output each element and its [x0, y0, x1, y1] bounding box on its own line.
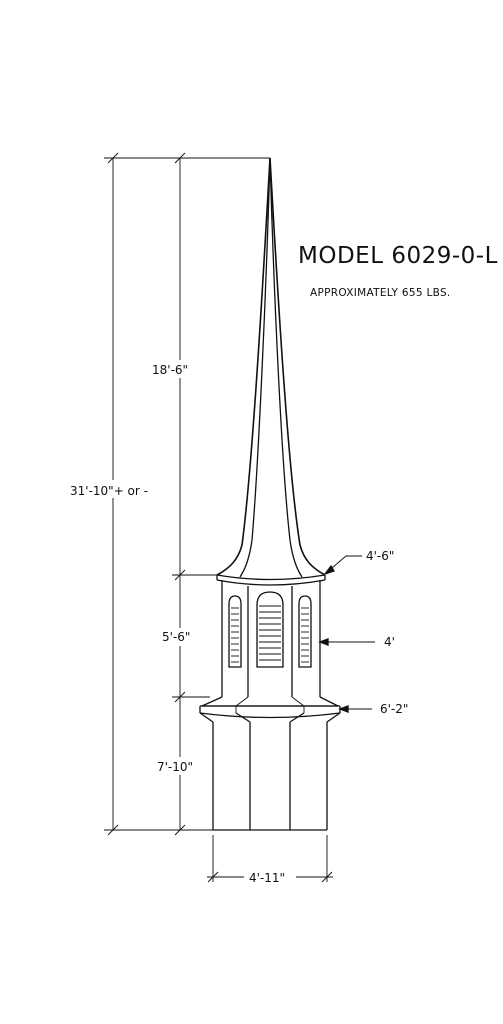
spire — [216, 157, 326, 586]
section-height-dimensions — [172, 152, 220, 836]
base — [212, 722, 328, 831]
cornice — [199, 696, 341, 723]
cornice-width-label: 6'-2" — [380, 702, 408, 716]
spire-base-width-label: 4'-6" — [366, 549, 394, 563]
belfry-width-leader — [318, 638, 375, 646]
belfry-height-label: 5'-6" — [162, 630, 190, 644]
belfry-width-label: 4' — [384, 635, 395, 649]
base-height-label: 7'-10" — [157, 760, 193, 774]
spire-height-label: 18'-6" — [152, 363, 188, 377]
base-width-label: 4'-11" — [249, 871, 285, 885]
overall-height-label: 31'-10"+ or - — [70, 484, 148, 498]
cornice-width-leader — [338, 705, 372, 713]
model-title: MODEL 6029-0-L — [298, 243, 498, 269]
spire-base-width-leader — [323, 555, 362, 576]
weight-note: APPROXIMATELY 655 LBS. — [310, 287, 451, 299]
belfry — [221, 580, 321, 697]
